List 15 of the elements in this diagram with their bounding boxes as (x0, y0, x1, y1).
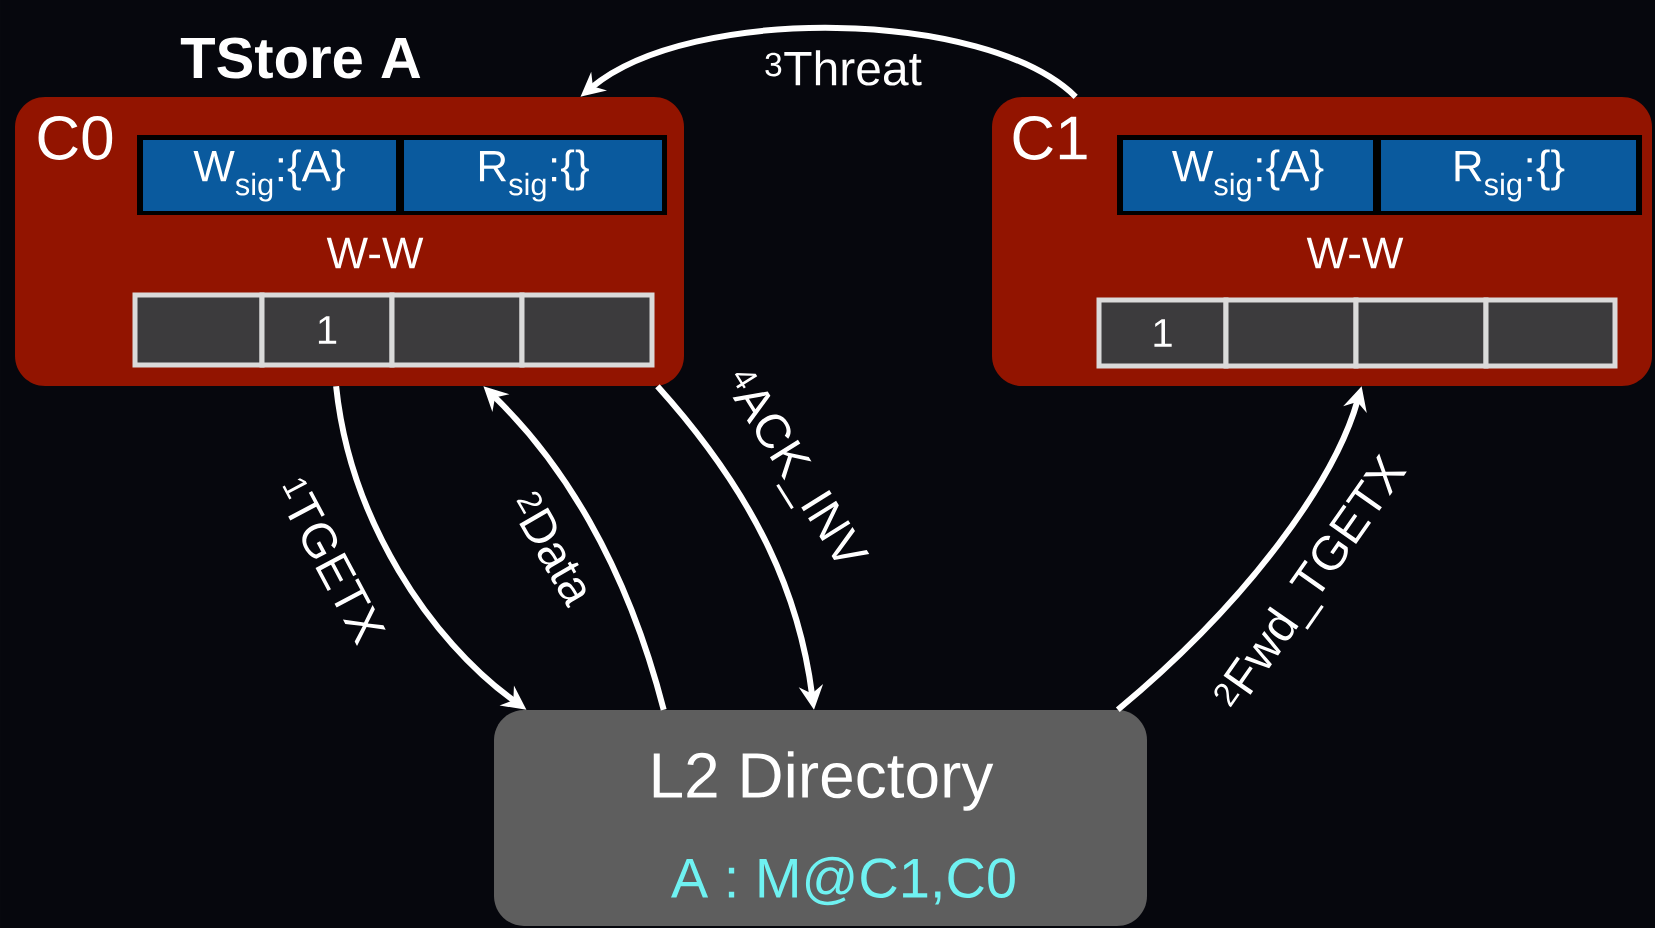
signature-box: R$_{sig}$:{} (404, 140, 662, 211)
node-label: W-W (326, 237, 424, 269)
signature-box: W$_{sig}$:{A} (143, 140, 396, 211)
edge-label: $^{3}$Threat (765, 50, 922, 86)
directory-box: L2 Directory A : M@C1,C0 (494, 710, 1147, 926)
node-label: C1 (1013, 116, 1087, 160)
heading: TStore A (180, 37, 421, 79)
table-cell (519, 292, 655, 368)
table-cell: 1 (1096, 297, 1229, 369)
node-label: W-W (1306, 237, 1404, 269)
table-cell: 1 (259, 292, 395, 368)
signature-box: R$_{sig}$:{} (1381, 140, 1636, 211)
node-label: C0 (38, 116, 113, 160)
signature-box: W$_{sig}$:{A} (1123, 140, 1373, 211)
table-cell (1483, 297, 1618, 369)
